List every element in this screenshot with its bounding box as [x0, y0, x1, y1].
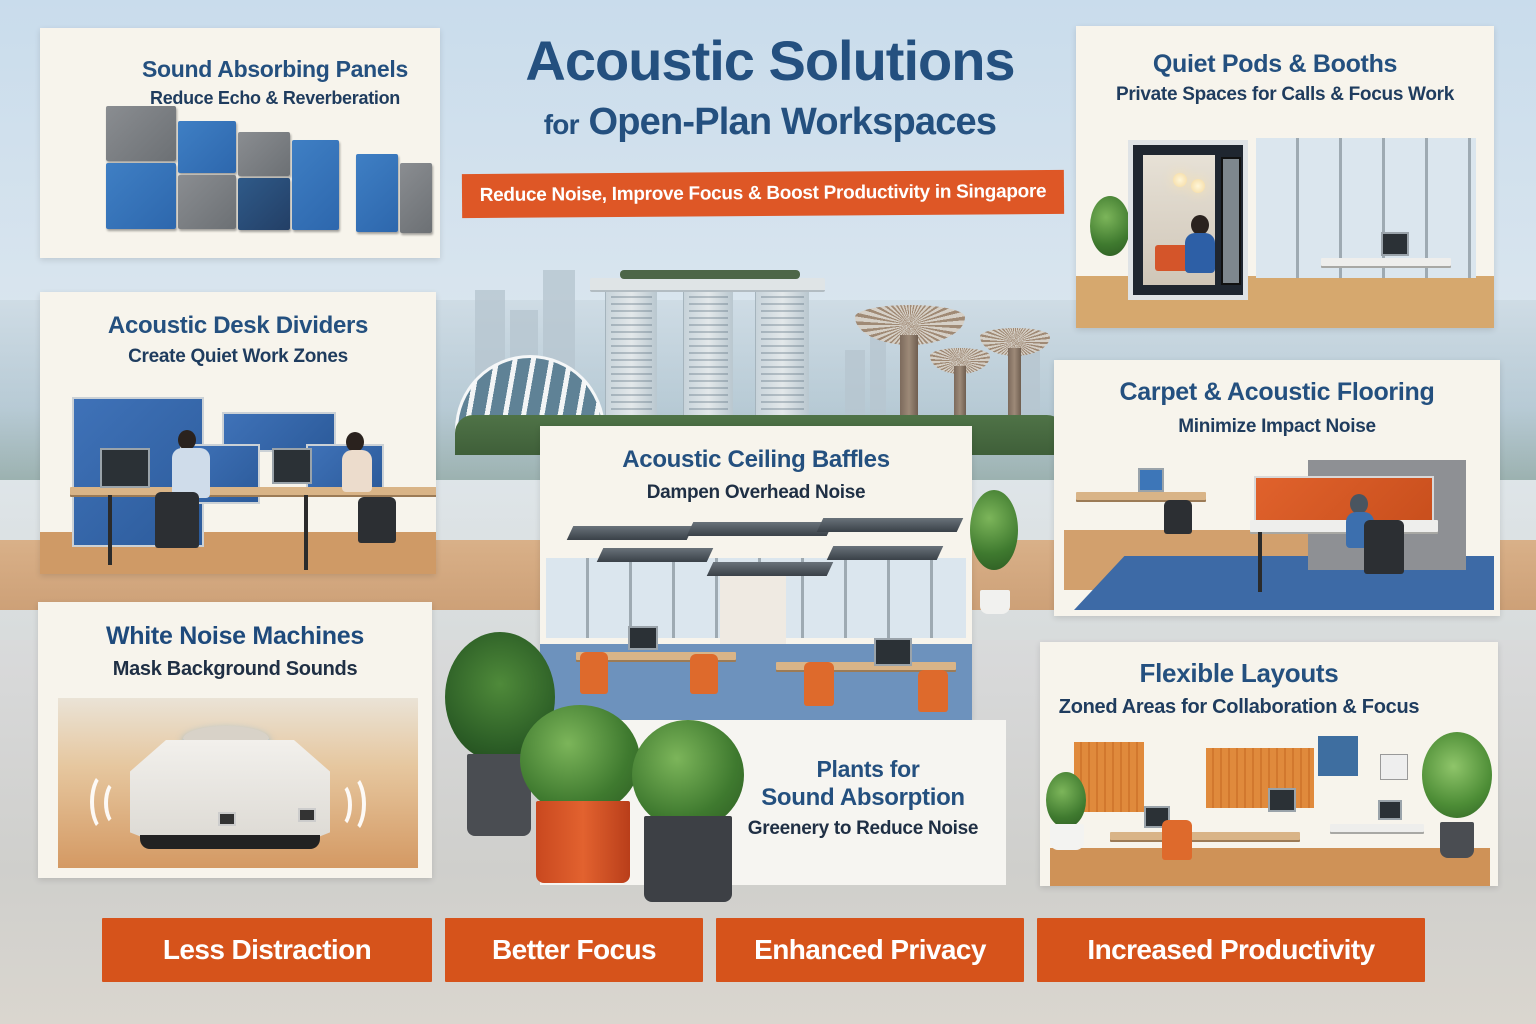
baffle	[826, 546, 944, 560]
carpet-icon	[1054, 360, 1500, 616]
card-title-line-2: Sound Absorption	[761, 784, 965, 811]
card-carpet-acoustic-flooring[interactable]: Carpet & Acoustic Flooring Minimize Impa…	[1054, 360, 1500, 616]
benefit-better-focus[interactable]: Better Focus	[445, 918, 703, 982]
office-chair	[1364, 520, 1404, 574]
baffle	[596, 548, 714, 562]
lamp	[1173, 173, 1187, 187]
column	[720, 566, 786, 646]
marina-bay-sands-tower-3	[755, 290, 809, 420]
monitor	[1138, 468, 1164, 492]
phone-booth-icon	[1076, 26, 1494, 328]
port	[298, 808, 316, 822]
card-subtitle: Mask Background Sounds	[112, 658, 358, 680]
acoustic-panel-icon	[40, 28, 440, 258]
orange-chair	[1162, 820, 1192, 860]
background-building	[845, 350, 865, 420]
quiet-pod-booth	[1128, 140, 1248, 300]
baffle	[816, 518, 964, 532]
card-title: Acoustic Ceiling Baffles	[622, 446, 890, 473]
booth-seat	[1155, 245, 1189, 271]
desk	[1110, 832, 1300, 840]
card-acoustic-ceiling-baffles[interactable]: Acoustic Ceiling Baffles Dampen Overhead…	[540, 426, 972, 720]
monitor	[100, 448, 150, 488]
card-acoustic-desk-dividers[interactable]: Acoustic Desk Dividers Create Quiet Work…	[40, 292, 436, 574]
wood-desk	[1076, 492, 1206, 500]
card-title: Acoustic Desk Dividers	[107, 312, 369, 339]
marina-bay-sands-skypark	[590, 270, 825, 292]
card-subtitle: Create Quiet Work Zones	[128, 346, 348, 367]
orange-chair	[918, 670, 948, 712]
orange-chair	[580, 652, 608, 694]
sound-wave-left	[90, 772, 120, 832]
baffle	[686, 522, 834, 536]
wall-frame	[1380, 754, 1408, 780]
white-desk	[1250, 520, 1438, 532]
benefit-increased-productivity[interactable]: Increased Productivity	[1037, 918, 1425, 982]
card-subtitle: Greenery to Reduce Noise	[747, 818, 979, 839]
card-title-line-1: Plants for	[816, 756, 920, 782]
title-for: for	[543, 109, 580, 140]
benefit-enhanced-privacy[interactable]: Enhanced Privacy	[716, 918, 1024, 982]
card-title: White Noise Machines	[106, 622, 364, 650]
wood-floor	[1050, 848, 1490, 886]
monitor	[1381, 232, 1409, 256]
lamp	[1191, 179, 1205, 193]
desk	[576, 652, 736, 660]
office-chair	[155, 492, 199, 548]
tagline-ribbon: Reduce Noise, Improve Focus & Boost Prod…	[461, 169, 1065, 219]
marina-bay-sands-tower-1	[605, 290, 657, 420]
desk	[1321, 258, 1451, 266]
marina-bay-sands-tower-2	[683, 290, 733, 420]
desk	[776, 662, 956, 670]
card-subtitle: Minimize Impact Noise	[1178, 416, 1376, 437]
page-title: Acoustic Solutions for Open-Plan Workspa…	[470, 30, 1070, 155]
singapore-skyline-illustration	[455, 250, 1065, 455]
baffle	[566, 526, 694, 540]
benefit-less-distraction[interactable]: Less Distraction	[102, 918, 432, 982]
office-layout-icon	[1040, 642, 1498, 886]
sound-wave-right	[336, 774, 366, 834]
office-chair	[1164, 500, 1192, 534]
port	[218, 812, 236, 826]
card-title: Quiet Pods & Booths	[1152, 50, 1398, 78]
title-line-2: for Open-Plan Workspaces	[470, 92, 1070, 155]
background-building	[870, 335, 886, 420]
orange-chair	[804, 662, 834, 706]
orange-wall-panel	[1206, 748, 1314, 808]
baffle	[706, 562, 834, 576]
card-subtitle: Dampen Overhead Noise	[646, 482, 866, 503]
office-window	[1256, 138, 1476, 278]
card-flexible-layouts[interactable]: Flexible Layouts Zoned Areas for Collabo…	[1040, 642, 1498, 886]
card-subtitle: Reduce Echo & Reverberation	[150, 88, 400, 108]
desk	[70, 487, 436, 495]
card-title: Flexible Layouts	[1139, 658, 1339, 688]
orange-chair	[690, 654, 718, 694]
ceiling-baffle-icon	[540, 426, 972, 720]
card-subtitle: Private Spaces for Calls & Focus Work	[1115, 84, 1455, 105]
wall-art	[1318, 736, 1358, 776]
title-line-1: Acoustic Solutions	[525, 29, 1015, 92]
monitor	[272, 448, 312, 484]
office-chair	[358, 497, 396, 543]
card-subtitle: Zoned Areas for Collaboration & Focus	[1058, 696, 1420, 718]
card-sound-absorbing-panels[interactable]: Sound Absorbing Panels Reduce Echo & Rev…	[40, 28, 440, 258]
booth-door	[1221, 157, 1241, 285]
desk-divider-icon	[40, 292, 436, 574]
card-title: Carpet & Acoustic Flooring	[1119, 378, 1435, 406]
sound-wave-left	[104, 780, 128, 826]
sound-wave-right	[328, 782, 352, 828]
title-main: Open-Plan Workspaces	[588, 101, 997, 143]
orange-divider	[1254, 476, 1434, 522]
desk	[1330, 824, 1424, 832]
card-title: Sound Absorbing Panels	[141, 56, 408, 82]
